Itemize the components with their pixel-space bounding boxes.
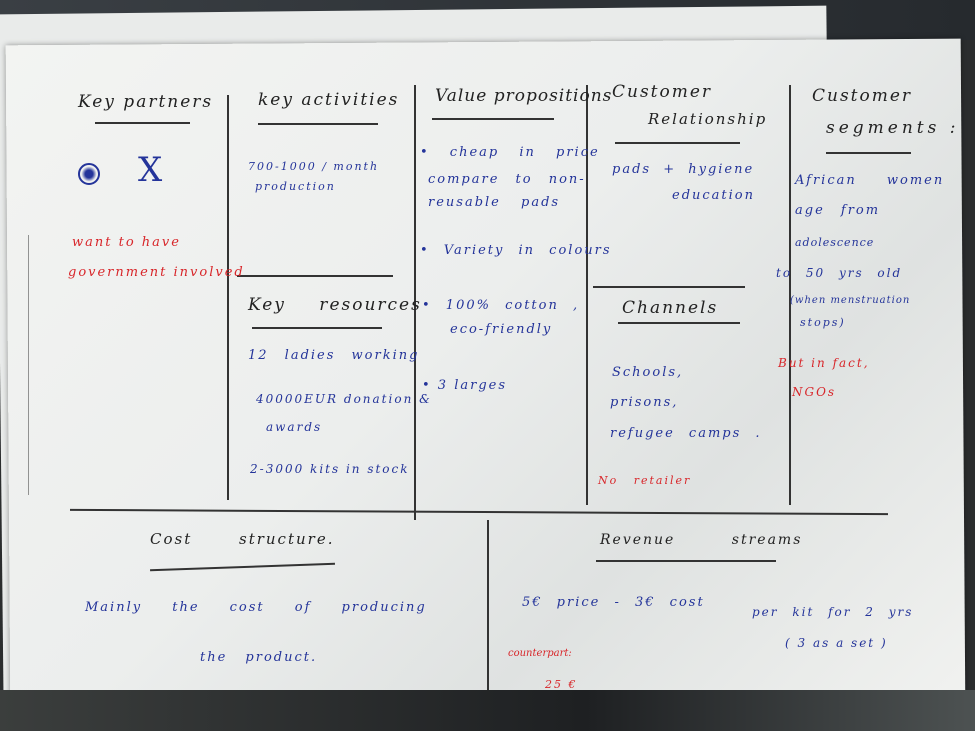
value-propositions-item: • 3 larges <box>422 378 508 393</box>
value-propositions-item: compare to non- <box>428 172 586 187</box>
customer-segments-title: Customer <box>812 86 913 106</box>
divider-cost-revenue <box>487 520 489 690</box>
value-propositions-item: • cheap in price <box>420 145 600 160</box>
value-propositions-item: reusable pads <box>428 195 561 210</box>
channels-item: refugee camps . <box>610 426 762 441</box>
underline <box>252 327 382 329</box>
key-partners-title: Key partners <box>78 92 214 112</box>
key-resources-item: 12 ladies working <box>248 348 420 363</box>
key-resources-item: 2-3000 kits in stock <box>250 462 410 476</box>
divider-relationship-channels <box>593 286 745 288</box>
key-activities-item: production <box>255 180 336 193</box>
channels-note: No retailer <box>598 474 692 487</box>
channels-title: Channels <box>622 298 719 318</box>
key-activities-item: 700-1000 / month <box>248 160 380 173</box>
divider-relationship-segments <box>789 85 791 505</box>
channels-item: Schools, <box>612 365 684 380</box>
customer-segments-item: African women <box>795 173 945 188</box>
underline <box>596 560 776 562</box>
underline <box>615 142 740 144</box>
customer-relationship-item: education <box>672 188 755 203</box>
key-partners-note: want to have <box>72 235 181 250</box>
key-activities-title: key activities <box>258 90 400 110</box>
key-resources-item: 40000EUR donation & <box>256 392 432 406</box>
divider-activities-resources <box>237 275 393 277</box>
left-margin-line <box>28 235 29 495</box>
cross-mark: X <box>138 150 165 190</box>
key-partners-note: government involved <box>68 265 245 280</box>
divider-value-relationship <box>586 85 588 505</box>
customer-segments-note: But in fact, <box>778 356 870 370</box>
customer-relationship-title: Relationship <box>648 110 768 128</box>
value-propositions-item: • 100% cotton , <box>422 298 580 313</box>
customer-segments-item: stops) <box>800 316 846 329</box>
underline <box>95 122 190 124</box>
underline <box>258 123 378 125</box>
value-propositions-item: eco-friendly <box>450 322 553 337</box>
cost-structure-title: Cost structure. <box>150 530 335 548</box>
cost-structure-item: Mainly the cost of producing <box>85 600 427 615</box>
channels-item: prisons, <box>610 395 679 410</box>
customer-segments-item: (when menstruation <box>790 295 911 306</box>
divider-activities-value <box>414 85 416 520</box>
value-propositions-item: • Variety in colours <box>420 243 612 258</box>
key-resources-title: Key resources <box>248 295 422 315</box>
key-resources-item: awards <box>266 420 323 434</box>
background-floor <box>0 690 975 731</box>
customer-relationship-item: pads + hygiene <box>612 162 755 177</box>
customer-segments-title: segments : <box>826 118 960 138</box>
cost-structure-item: the product. <box>200 650 318 665</box>
revenue-streams-title: Revenue streams <box>600 532 803 548</box>
customer-relationship-title: Customer <box>612 82 713 102</box>
underline <box>432 118 554 120</box>
customer-segments-note: NGOs <box>792 385 837 399</box>
revenue-streams-item: ( 3 as a set ) <box>785 636 888 650</box>
revenue-streams-item: per kit for 2 yrs <box>752 605 914 619</box>
customer-segments-item: age from <box>795 203 881 218</box>
revenue-streams-note: 25 € <box>545 678 578 691</box>
divider-partners-activities <box>227 95 229 500</box>
revenue-streams-item: 5€ price - 3€ cost <box>522 595 705 610</box>
underline <box>826 152 911 154</box>
customer-segments-item: to 50 yrs old <box>776 266 903 280</box>
scribble-icon <box>78 163 100 185</box>
revenue-streams-note: counterpart: <box>508 648 572 659</box>
customer-segments-item: adolescence <box>795 236 875 249</box>
value-propositions-title: Value propositions <box>435 86 613 106</box>
underline <box>618 322 740 324</box>
